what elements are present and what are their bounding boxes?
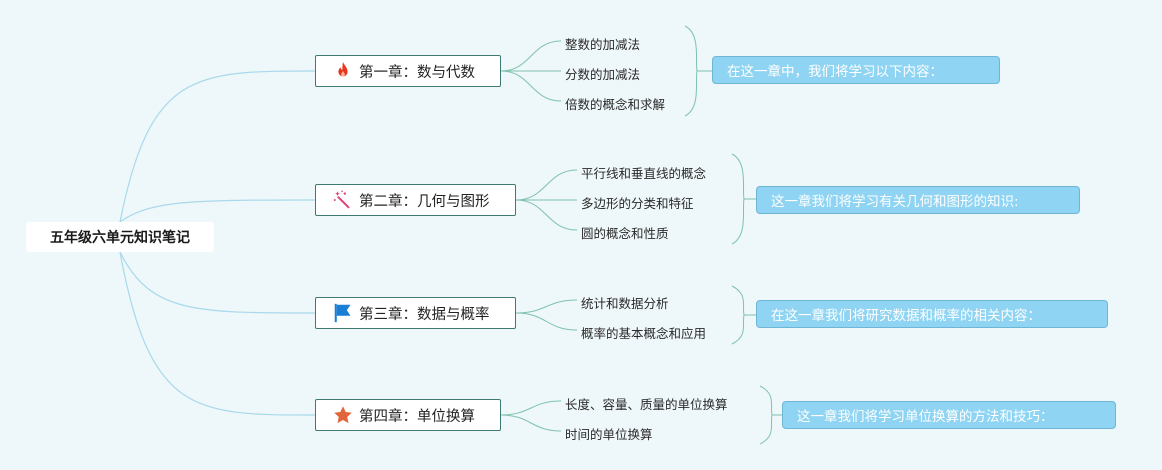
fire-icon bbox=[332, 60, 354, 82]
root-branch-4 bbox=[119, 251, 316, 416]
topic-2-1[interactable]: 平行线和垂直线的概念 bbox=[581, 166, 707, 181]
topic-4-2[interactable]: 时间的单位换算 bbox=[565, 427, 653, 442]
chapter-3-node[interactable]: 第三章：数据与概率 bbox=[315, 297, 516, 329]
root-topic[interactable]: 五年级六单元知识笔记 bbox=[26, 222, 214, 252]
topic-branch-2-1 bbox=[515, 169, 578, 201]
chapter-4-node[interactable]: 第四章：单位换算 bbox=[315, 399, 501, 431]
summary-chapter-1-text: 在这一章中，我们将学习以下内容： bbox=[727, 64, 943, 80]
summary-bracket-1 bbox=[684, 25, 698, 117]
chapter-2-title: 第二章：几何与图形 bbox=[359, 193, 490, 210]
summary-bracket-2 bbox=[731, 153, 745, 245]
topic-3-2[interactable]: 概率的基本概念和应用 bbox=[581, 326, 707, 341]
topic-1-2[interactable]: 分数的加减法 bbox=[565, 67, 641, 82]
root-branch-3 bbox=[119, 251, 316, 314]
topic-2-2[interactable]: 多边形的分类和特征 bbox=[581, 196, 694, 211]
star-icon bbox=[332, 404, 354, 426]
summary-chapter-2-text: 这一章我们将学习有关几何和图形的知识: bbox=[771, 194, 1019, 210]
topic-branch-1-3 bbox=[500, 70, 562, 102]
root-topic-label: 五年级六单元知识笔记 bbox=[50, 230, 190, 246]
chapter-1-title: 第一章：数与代数 bbox=[359, 64, 475, 81]
topic-2-3[interactable]: 圆的概念和性质 bbox=[581, 226, 669, 241]
topic-3-1[interactable]: 统计和数据分析 bbox=[581, 296, 669, 311]
chapter-3-title: 第三章：数据与概率 bbox=[359, 306, 490, 323]
summary-chapter-4[interactable]: 这一章我们将学习单位换算的方法和技巧： bbox=[782, 401, 1116, 429]
topic-1-1[interactable]: 整数的加减法 bbox=[565, 37, 641, 52]
topic-1-3[interactable]: 倍数的概念和求解 bbox=[565, 97, 666, 112]
topic-branch-2-3 bbox=[515, 199, 578, 231]
chapter-4-title: 第四章：单位换算 bbox=[359, 408, 475, 425]
summary-chapter-4-text: 这一章我们将学习单位换算的方法和技巧： bbox=[797, 409, 1054, 425]
topic-4-1[interactable]: 长度、容量、质量的单位换算 bbox=[565, 397, 728, 412]
topic-branch-3-1 bbox=[515, 299, 578, 314]
topic-branch-3-2 bbox=[515, 312, 578, 331]
summary-bracket-4 bbox=[759, 385, 773, 445]
topic-branch-4-2 bbox=[500, 414, 562, 432]
topic-branch-1-1 bbox=[500, 40, 562, 72]
chapter-1-node[interactable]: 第一章：数与代数 bbox=[315, 55, 501, 87]
root-branch-2 bbox=[119, 199, 316, 223]
summary-bracket-3 bbox=[731, 285, 745, 345]
magic-wand-icon bbox=[332, 189, 354, 211]
chapter-2-node[interactable]: 第二章：几何与图形 bbox=[315, 184, 516, 216]
topic-branch-4-1 bbox=[500, 400, 562, 416]
flag-icon bbox=[332, 302, 354, 324]
summary-chapter-3[interactable]: 在这一章我们将研究数据和概率的相关内容： bbox=[756, 300, 1108, 328]
root-branch-1 bbox=[119, 70, 316, 223]
summary-chapter-1[interactable]: 在这一章中，我们将学习以下内容： bbox=[712, 56, 1000, 84]
summary-chapter-2[interactable]: 这一章我们将学习有关几何和图形的知识: bbox=[756, 186, 1080, 214]
summary-chapter-3-text: 在这一章我们将研究数据和概率的相关内容： bbox=[771, 308, 1041, 324]
